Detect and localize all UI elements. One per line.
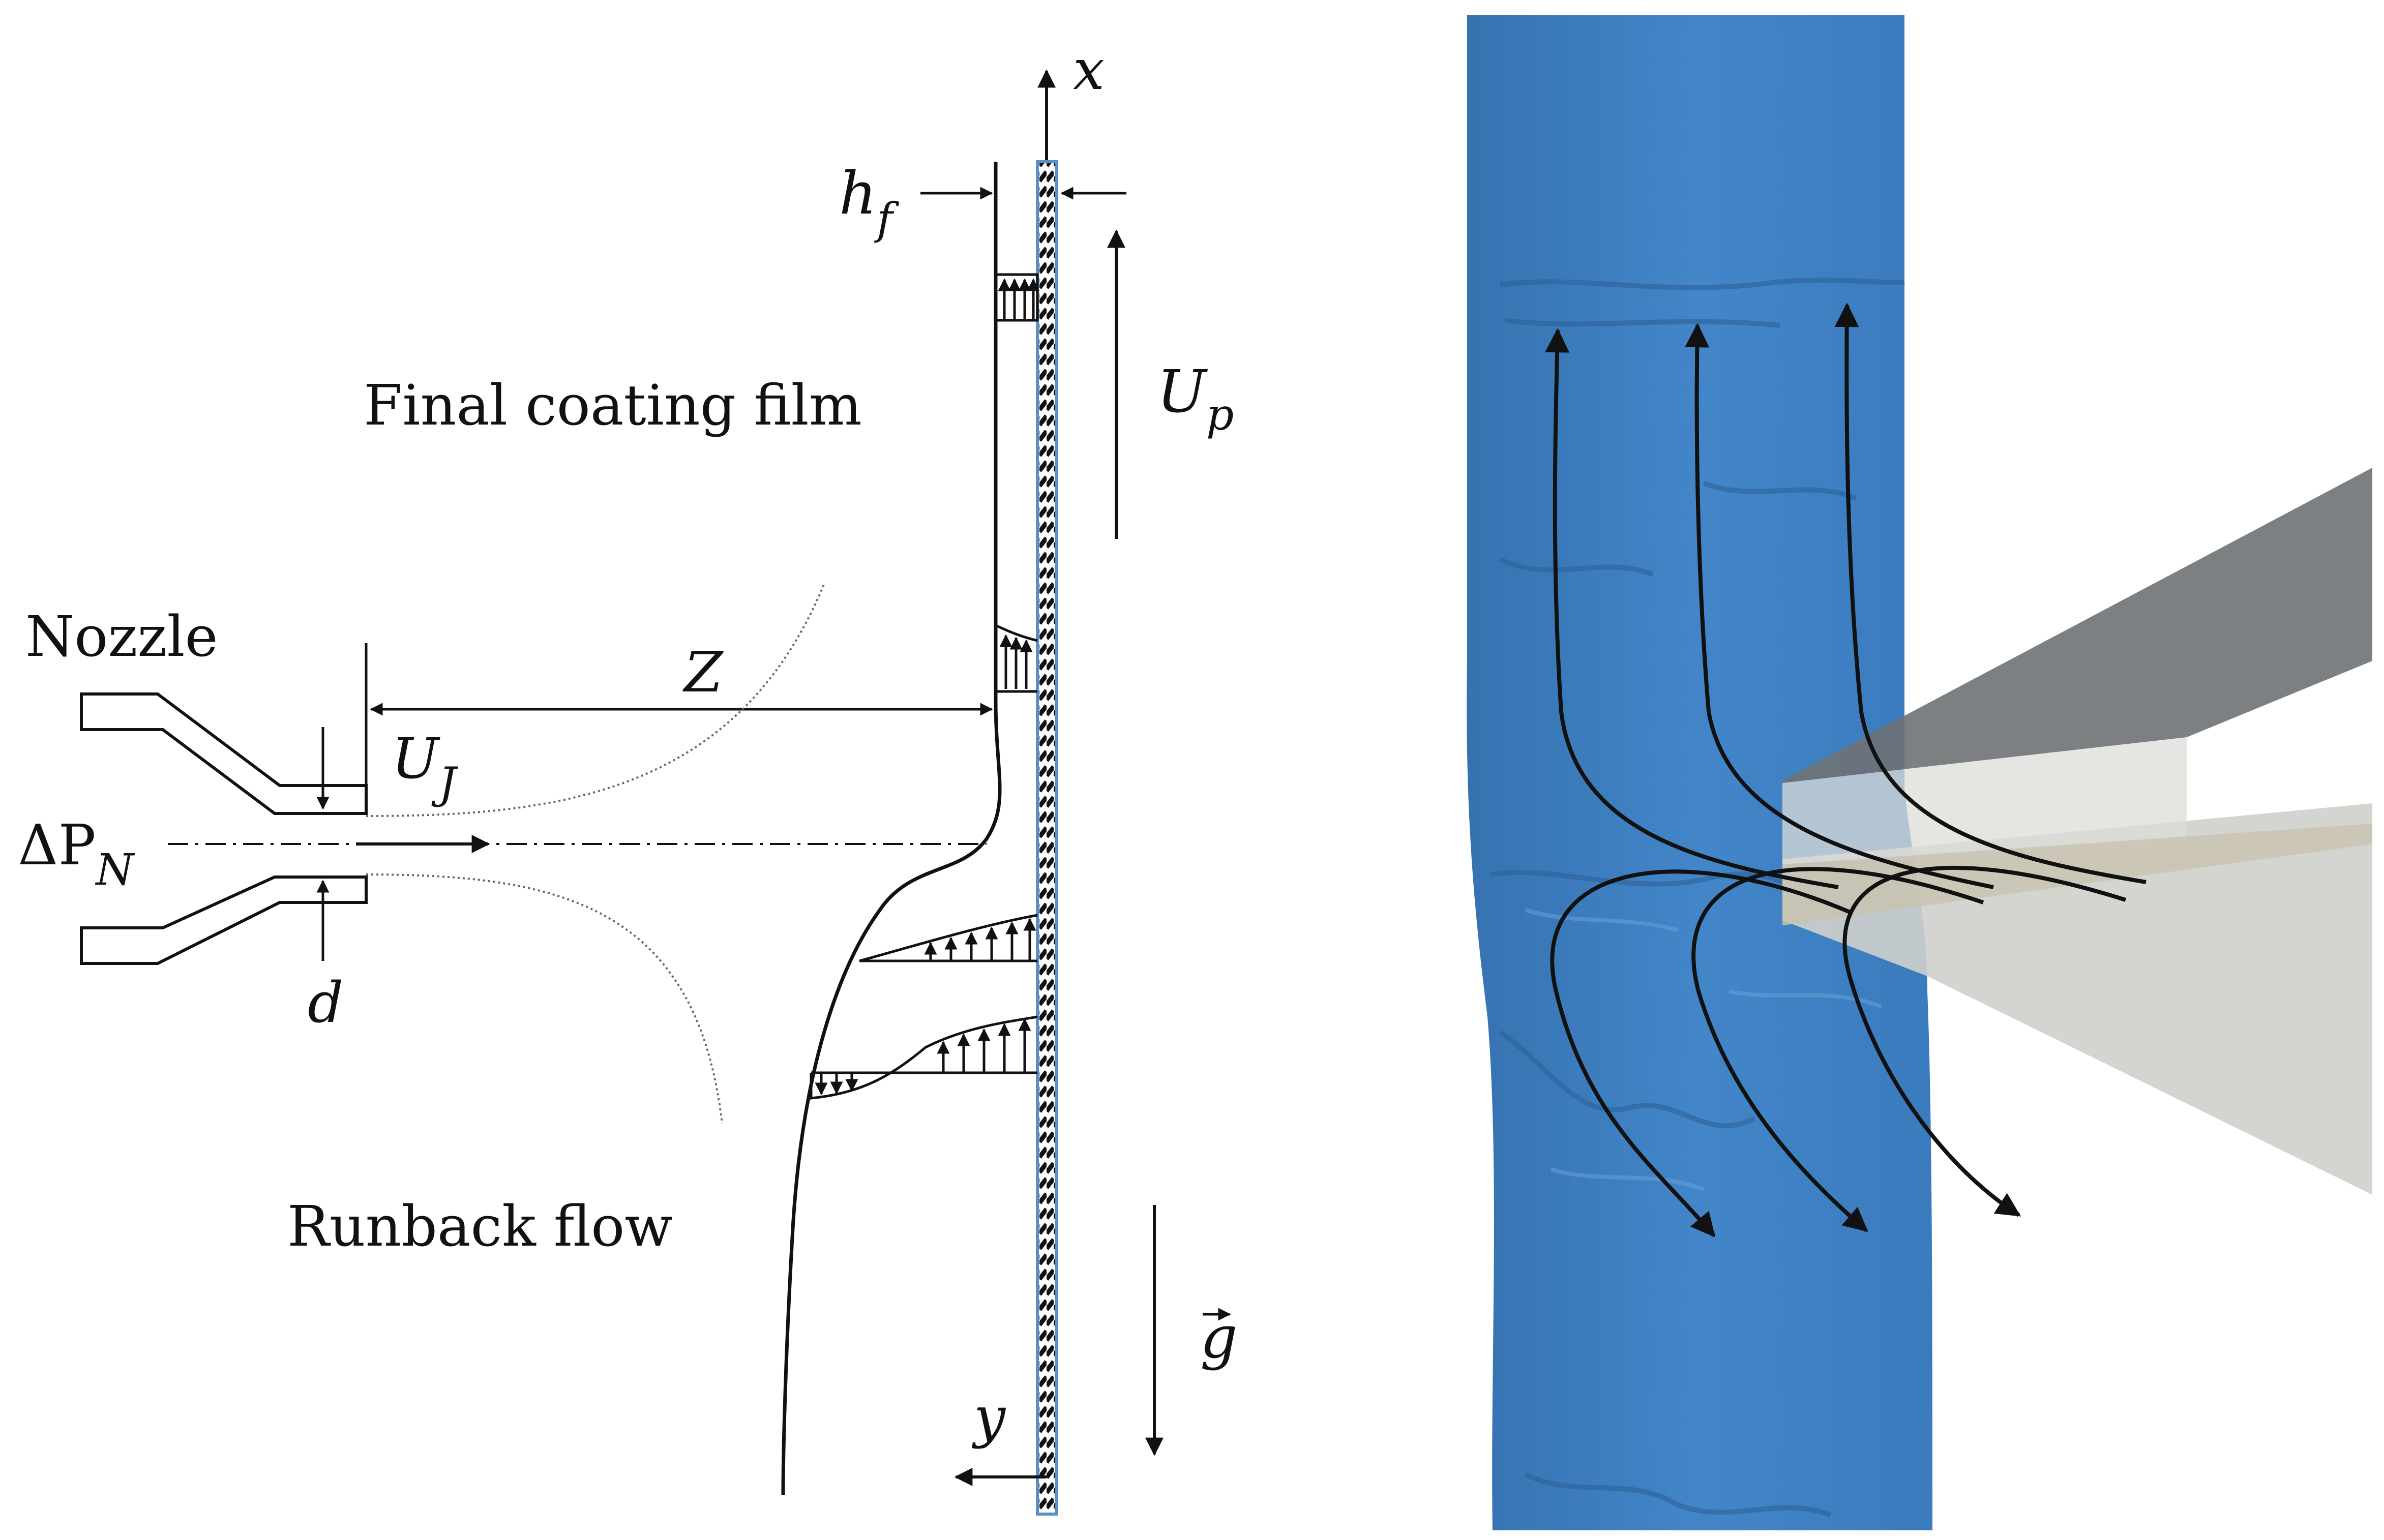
velocity-profile-lower-2: [810, 1015, 1038, 1100]
final-coating-film-label: Final coating film: [364, 373, 862, 438]
z-label: Z: [682, 640, 724, 705]
left-schematic: x hf Up: [18, 37, 1238, 1516]
velocity-profile-lower-1: [859, 914, 1038, 962]
streamlines-downward: [1550, 866, 2127, 1237]
film-surface-waves: [1489, 277, 1905, 1518]
d-label: d: [308, 970, 343, 1035]
nozzle-lower-lip: [80, 875, 368, 965]
air-jet-sheet: [1782, 824, 2372, 925]
runback-flow-label: Runback flow: [287, 1194, 673, 1259]
nozzle-label: Nozzle: [25, 604, 218, 669]
x-axis-label: x: [1073, 37, 1105, 102]
jet-boundary-lower: [366, 873, 723, 1124]
uj-label: UJ: [392, 726, 458, 809]
moving-substrate: [1036, 160, 1058, 1516]
velocity-profile-mid: [995, 624, 1038, 693]
streamlines-upward: [1545, 303, 2147, 889]
nozzle-upper-lip: [80, 692, 368, 815]
velocity-profile-top: [994, 273, 1040, 322]
delta-p-label: ΔPN: [18, 812, 135, 895]
nozzle-plate-dark: [1782, 468, 2372, 783]
right-simulation-render: [1467, 15, 2372, 1530]
jet-boundary-upper: [366, 584, 825, 817]
hf-label: hf: [839, 160, 900, 245]
film-surface-highlights: [1525, 908, 1883, 1192]
film-surface-profile: [781, 162, 1002, 1495]
up-label: Up: [1157, 358, 1234, 440]
liquid-film-surface: [1467, 15, 1932, 1530]
y-axis-label: y: [971, 1384, 1006, 1450]
nozzle-lip-box: [1782, 737, 2187, 864]
